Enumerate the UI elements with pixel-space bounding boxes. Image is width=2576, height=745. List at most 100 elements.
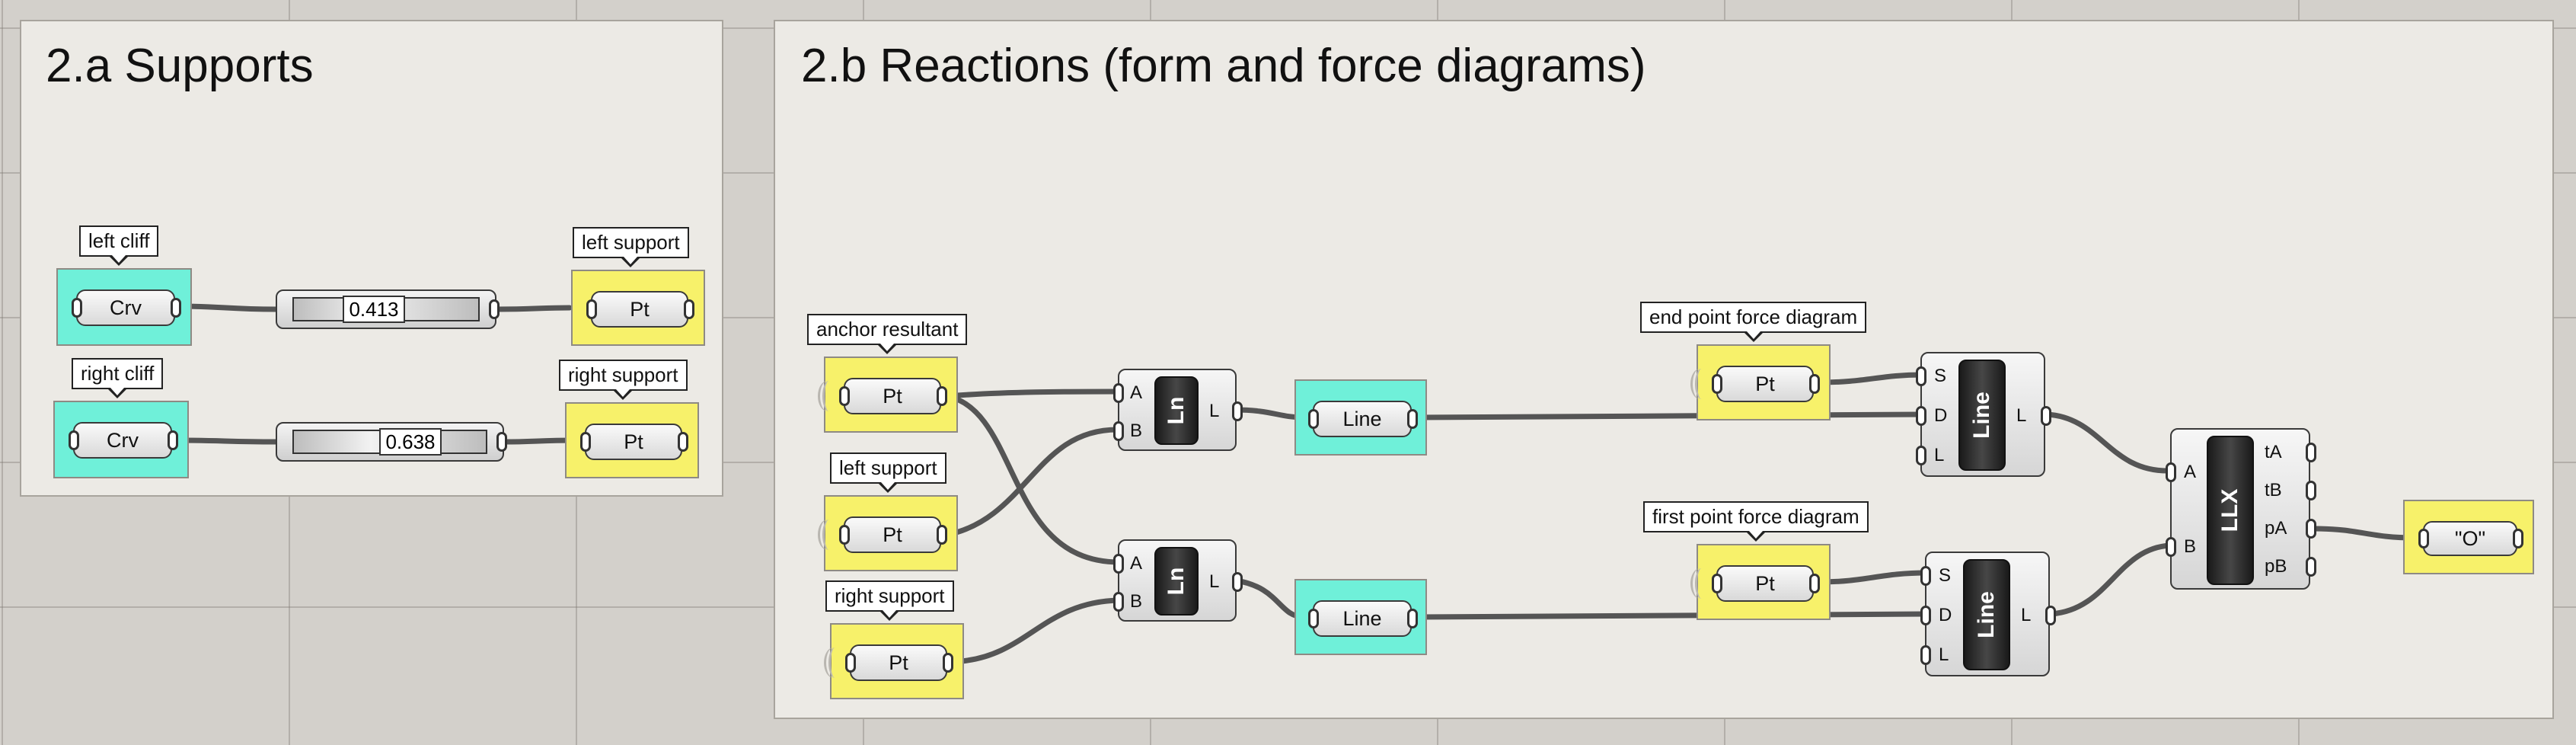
ln-bottom-input-a[interactable] <box>1113 554 1124 574</box>
number-slider-left[interactable]: 0.413 <box>276 289 500 329</box>
sdl-bottom-label-d: D <box>1939 605 1952 625</box>
sdl-top-label-l: L <box>1934 445 1945 465</box>
llx-label-b: B <box>2184 536 2197 557</box>
end-point-param[interactable]: Pt <box>1690 344 1831 420</box>
ln-top-input-a[interactable] <box>1113 383 1124 403</box>
llx-input-b[interactable] <box>2166 537 2176 557</box>
end-point-input-port[interactable] <box>1712 374 1722 394</box>
right-cliff-input-port[interactable] <box>69 430 79 450</box>
right-cliff-param[interactable]: Crv <box>53 401 189 478</box>
sdl-bottom-name-bar: Line <box>1963 559 2010 670</box>
sdl-bottom-label-l: L <box>1939 644 1949 665</box>
label-left-support: left support <box>573 227 689 267</box>
sdl-top-input-l[interactable] <box>1916 446 1926 465</box>
group-reactions[interactable] <box>774 20 2554 719</box>
ln-bottom-output-l[interactable] <box>1232 572 1243 592</box>
ln-bottom-name: Ln <box>1164 567 1189 596</box>
llx-label-a: A <box>2184 462 2197 482</box>
left-support-input-port[interactable] <box>586 299 597 319</box>
first-point-param[interactable]: Pt <box>1690 544 1831 620</box>
sdl-top-input-s[interactable] <box>1916 366 1926 386</box>
right-support-input-port[interactable] <box>580 432 591 452</box>
right-support-2b-param[interactable]: Pt <box>824 623 964 699</box>
panel-o-output-port[interactable] <box>2513 529 2523 548</box>
llx-label-pb: pB <box>2265 556 2287 577</box>
ln-top-output-l[interactable] <box>1232 401 1243 421</box>
left-support-2b-param[interactable]: Pt <box>818 495 958 571</box>
left-support-param[interactable]: Pt <box>571 270 705 346</box>
ln-component-bottom[interactable]: A B Ln L <box>1113 539 1243 622</box>
label-first-point-force-diagram: first point force diagram <box>1643 501 1869 542</box>
ln-top-label-b: B <box>1130 420 1143 441</box>
label-end-point-force-diagram: end point force diagram <box>1640 302 1867 342</box>
line-sdl-component-bottom[interactable]: S D L Line L <box>1920 552 2056 676</box>
line-top-output-port[interactable] <box>1407 409 1418 429</box>
slider-right-output-port[interactable] <box>496 432 507 452</box>
line-param-top[interactable]: Line <box>1294 379 1427 456</box>
anchor-resultant-param[interactable]: Pt <box>818 357 958 433</box>
llx-input-a[interactable] <box>2166 462 2176 482</box>
panel-o-param[interactable]: "O" <box>2403 500 2534 574</box>
line-top-input-port[interactable] <box>1308 409 1319 429</box>
ln-top-input-b[interactable] <box>1113 421 1124 441</box>
llx-output-tb[interactable] <box>2306 481 2316 500</box>
end-point-wireless-icon <box>1689 369 1704 399</box>
llx-output-pa[interactable] <box>2306 519 2316 539</box>
ln-bottom-label-l: L <box>1209 571 1220 592</box>
anchor-resultant-pill: Pt <box>844 378 941 414</box>
llx-name-bar: LLX <box>2207 436 2254 585</box>
sdl-bottom-label-out-l: L <box>2021 605 2032 625</box>
right-cliff-output-port[interactable] <box>168 430 178 450</box>
left-support-2b-output-port[interactable] <box>937 525 947 545</box>
ln-component-top[interactable]: A B Ln L <box>1113 369 1243 451</box>
right-support-2b-output-port[interactable] <box>943 653 953 673</box>
right-support-2b-input-port[interactable] <box>845 653 856 673</box>
left-cliff-output-port[interactable] <box>171 298 181 318</box>
anchor-resultant-output-port[interactable] <box>937 386 947 406</box>
line-bottom-input-port[interactable] <box>1308 609 1319 628</box>
first-point-input-port[interactable] <box>1712 574 1722 593</box>
wire-ln-top-line <box>1232 407 1307 420</box>
llx-output-ta[interactable] <box>2306 443 2316 462</box>
right-support-output-port[interactable] <box>678 432 688 452</box>
anchor-resultant-input-port[interactable] <box>839 386 850 406</box>
sdl-bottom-input-d[interactable] <box>1920 606 1931 625</box>
line-bottom-output-port[interactable] <box>1407 609 1418 628</box>
line-param-bottom[interactable]: Line <box>1294 579 1427 655</box>
left-cliff-param[interactable]: Crv <box>56 268 192 346</box>
ln-top-label-l: L <box>1209 401 1220 421</box>
left-cliff-input-port[interactable] <box>72 298 82 318</box>
llx-output-pb[interactable] <box>2306 557 2316 577</box>
sdl-top-input-d[interactable] <box>1916 406 1926 426</box>
number-slider-right[interactable]: 0.638 <box>276 422 507 462</box>
label-left-cliff: left cliff <box>79 225 159 266</box>
label-right-support: right support <box>559 360 688 400</box>
left-cliff-pill: Crv <box>76 289 175 326</box>
panel-o-input-port[interactable] <box>2418 529 2429 548</box>
sdl-top-output-l[interactable] <box>2041 406 2051 426</box>
left-support-output-port[interactable] <box>684 299 694 319</box>
sdl-bottom-input-s[interactable] <box>1920 566 1931 586</box>
sdl-bottom-label-s: S <box>1939 565 1952 586</box>
wire-llx-pa-panel <box>2312 526 2418 541</box>
first-point-output-port[interactable] <box>1809 574 1820 593</box>
right-support-param[interactable]: Pt <box>565 402 699 478</box>
sdl-bottom-output-l[interactable] <box>2045 606 2056 625</box>
end-point-output-port[interactable] <box>1809 374 1820 394</box>
wire-slider-left-support <box>493 305 573 312</box>
anchor-resultant-wireless-icon <box>816 381 832 411</box>
left-support-2b-input-port[interactable] <box>839 525 850 545</box>
ln-bottom-input-b[interactable] <box>1113 592 1124 612</box>
label-anchor-resultant: anchor resultant <box>807 314 968 354</box>
sdl-bottom-input-l[interactable] <box>1920 645 1931 665</box>
wire-ln-bottom-line <box>1232 577 1307 620</box>
first-point-wireless-icon <box>1689 568 1704 599</box>
llx-component[interactable]: A B LLX tA tB pA pB <box>2166 428 2316 590</box>
ln-top-label-a: A <box>1130 382 1143 403</box>
left-support-2b-wireless-icon <box>816 520 832 550</box>
wire-line-bottom-sdl-d <box>1415 611 1930 620</box>
line-sdl-component-top[interactable]: S D L Line L <box>1916 352 2051 477</box>
slider-left-output-port[interactable] <box>489 299 500 319</box>
sdl-top-name-bar: Line <box>1958 360 2006 471</box>
